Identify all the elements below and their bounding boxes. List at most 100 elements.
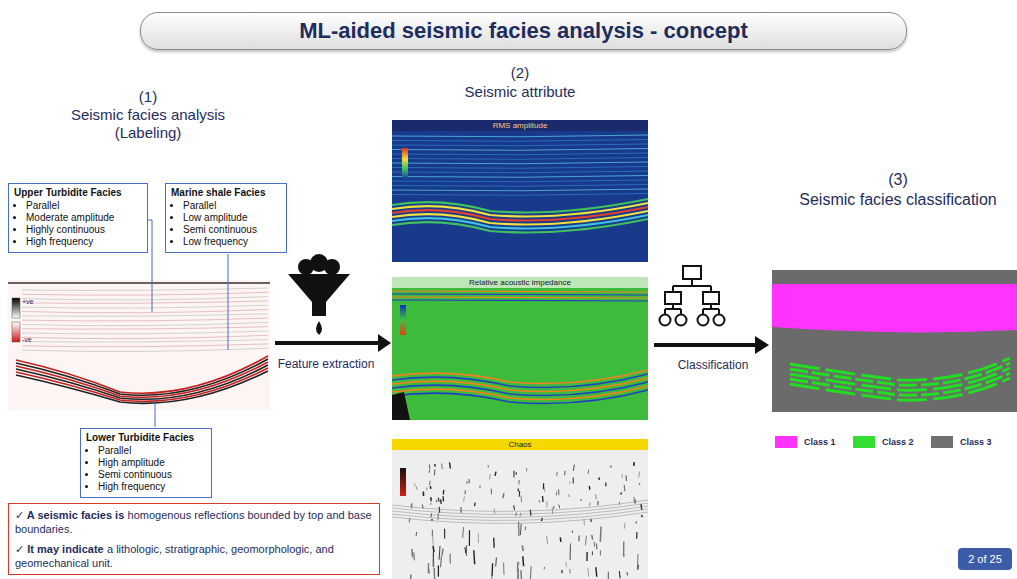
- impedance-reflector: [392, 390, 648, 404]
- section-heading: (3): [858, 170, 938, 189]
- chaos-speck: [569, 481, 570, 484]
- chaos-speck: [429, 481, 431, 485]
- chaos-speck: [513, 505, 515, 510]
- color-bar: [402, 148, 408, 180]
- chaos-speck: [474, 503, 476, 507]
- rms-reflector: [392, 140, 648, 142]
- rms-reflector: [392, 189, 648, 191]
- chaos-speck: [430, 503, 432, 505]
- chaos-horizon: [392, 509, 648, 520]
- chaos-speck: [432, 546, 434, 552]
- tree-icon: [673, 279, 711, 292]
- chaos-speck: [598, 477, 600, 480]
- chaos-speck: [619, 571, 621, 578]
- reflector-line: [22, 318, 268, 321]
- chaos-speck: [564, 471, 566, 476]
- chaos-speck: [515, 472, 516, 474]
- classification-image: [772, 270, 1017, 412]
- chaos-speck: [610, 466, 612, 468]
- section-heading: Seismic facies classification: [781, 190, 1015, 209]
- rms-reflector: [392, 153, 648, 155]
- bullet-item: Highly continuous: [26, 224, 142, 236]
- reflector-line: [22, 344, 268, 347]
- note-lead: ✓ A seismic facies is: [15, 509, 124, 521]
- funnel-icon: [324, 259, 340, 275]
- rms-reflector: [392, 149, 648, 151]
- chaos-speck: [544, 567, 545, 569]
- chaos-speck: [518, 488, 519, 491]
- chaos-speck: [596, 567, 597, 577]
- chaos-speck: [570, 545, 571, 560]
- chaos-specks: [392, 462, 648, 579]
- chaos-speck: [464, 547, 466, 553]
- class-1-region: [772, 284, 1017, 332]
- chaos-speck: [437, 513, 439, 520]
- chaos-speck: [466, 481, 468, 484]
- chaos-speck: [503, 493, 504, 498]
- seafloor-reflector: [8, 282, 270, 284]
- chaos-speck: [592, 535, 593, 540]
- chaos-speck: [558, 489, 559, 495]
- chaos-speck: [413, 552, 414, 560]
- rms-reflector: [392, 194, 648, 196]
- chaos-speck: [560, 537, 562, 542]
- chaos-speck: [468, 479, 469, 483]
- chaos-speck: [487, 465, 489, 467]
- chaos-speck: [430, 497, 432, 501]
- chaos-speck: [428, 569, 430, 574]
- rms-reflector: [392, 176, 648, 178]
- chaos-speck: [469, 530, 470, 546]
- chaos-speck: [586, 552, 587, 561]
- section-heading: (1): [108, 88, 188, 106]
- rms-reflectors: [392, 135, 648, 233]
- chaos-speck: [429, 464, 431, 469]
- facies-heading: Upper Turbidite Facies: [14, 187, 142, 199]
- rms-reflector: [392, 158, 648, 160]
- chaos-speck: [495, 558, 497, 567]
- chaos-speck: [439, 546, 441, 560]
- chaos-speck: [636, 521, 637, 524]
- chaos-speck: [436, 500, 438, 503]
- rms-reflector: [392, 180, 648, 182]
- chaos-speck: [443, 490, 445, 495]
- chaos-speck: [441, 464, 443, 470]
- bullet-item: Semi continuous: [183, 224, 281, 236]
- reflector-line: [22, 301, 268, 303]
- chaos-speck: [433, 568, 435, 579]
- leader-line: [228, 254, 229, 350]
- leader-line: [148, 220, 152, 312]
- chaos-speck: [633, 462, 635, 466]
- chaos-speck: [568, 494, 570, 497]
- legend-swatch: [931, 436, 953, 448]
- seismic-section: [8, 280, 270, 410]
- bullet-item: High amplitude: [98, 457, 206, 469]
- chaos-speck: [519, 491, 521, 497]
- arrow-shaft: [275, 341, 380, 345]
- chaos-speck: [588, 470, 590, 474]
- rms-reflector: [392, 135, 648, 137]
- chaos-image: [392, 450, 648, 579]
- bullet-list: ParallelHigh amplitudeSemi continuousHig…: [86, 445, 206, 493]
- arrow-label: Feature extraction: [270, 357, 382, 371]
- legend-swatch: [775, 436, 797, 448]
- section-heading: Seismic attribute: [430, 83, 610, 101]
- color-bar-label: +ve: [22, 298, 40, 306]
- chaos-speck: [526, 468, 527, 471]
- legend-swatch: [853, 436, 875, 448]
- tree-icon: [714, 315, 725, 326]
- color-bar: [12, 322, 20, 342]
- facies-heading: Lower Turbidite Facies: [86, 432, 206, 444]
- impedance-reflector: [392, 294, 648, 295]
- chaos-horizon: [392, 512, 648, 523]
- chaos-speck: [489, 474, 491, 480]
- chaos-speck: [589, 502, 591, 505]
- chaos-speck: [636, 532, 638, 539]
- rms-amplitude-image: [392, 131, 648, 262]
- page-badge: 2 of 25: [958, 548, 1012, 570]
- chaos-speck: [561, 570, 562, 573]
- facies-heading: Marine shale Facies: [171, 187, 281, 199]
- chaos-speck: [495, 472, 496, 476]
- funnel-drop: [316, 321, 322, 335]
- chaos-speck: [595, 494, 597, 499]
